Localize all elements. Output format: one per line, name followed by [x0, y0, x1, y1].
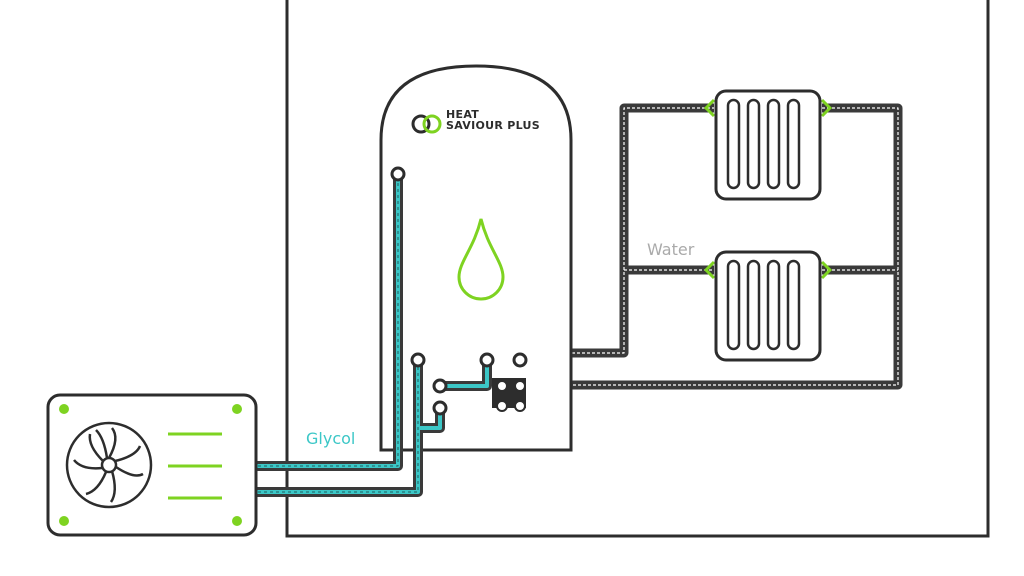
radiator-bottom — [703, 250, 833, 362]
heat-pump-unit — [46, 393, 258, 537]
logo-ring-left — [411, 114, 431, 134]
radiator-top — [703, 89, 833, 201]
port-low-2 — [432, 400, 448, 416]
port-low-1 — [432, 378, 448, 394]
brand-line-2: SAVIOUR PLUS — [446, 119, 541, 132]
vent-lines — [168, 432, 222, 500]
port-coil-bottom — [410, 352, 426, 368]
house-outline — [285, 0, 990, 538]
logo-ring-right — [422, 114, 442, 134]
valve-block — [492, 378, 526, 412]
water-label: Water — [647, 240, 695, 259]
water-droplet-icon — [457, 218, 505, 301]
brand-line-1: HEAT — [446, 108, 480, 121]
port-coil-top — [390, 166, 406, 182]
port-mid-1 — [479, 352, 495, 368]
cylinder-ports — [390, 166, 528, 416]
port-mid-2 — [512, 352, 528, 368]
water-pipes — [526, 103, 903, 390]
glycol-label: Glycol — [306, 429, 356, 448]
fan-icon — [65, 421, 153, 509]
brand-logo-text: HEAT SAVIOUR PLUS — [446, 109, 540, 131]
